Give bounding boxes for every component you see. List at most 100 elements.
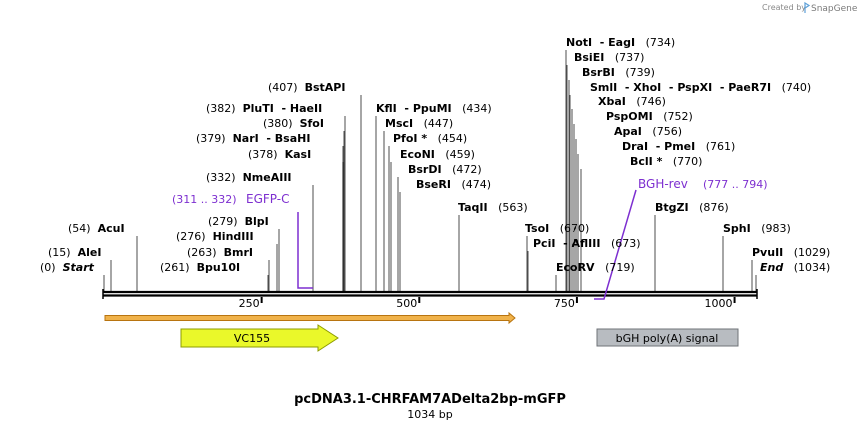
site-pcii-afliii[interactable]: PciI - AflIII (673) <box>533 237 641 250</box>
site-label-start[interactable]: (0) Start <box>40 261 95 274</box>
site-bsrbi[interactable]: BsrBI (739) <box>582 66 655 79</box>
site-bpu10i[interactable]: (261) Bpu10I <box>160 261 240 274</box>
site-label-bsrbi[interactable]: BsrBI (739) <box>582 66 655 79</box>
site-econi[interactable]: EcoNI (459) <box>400 148 475 161</box>
site-label-alei[interactable]: (15) AleI <box>48 246 101 259</box>
site-pluti-haeii[interactable]: (382) PluTI - HaeII <box>206 102 322 115</box>
site-label-apai[interactable]: ApaI (756) <box>614 125 682 138</box>
site-bmri[interactable]: (263) BmrI <box>187 246 253 259</box>
site-label-acui[interactable]: (54) AcuI <box>68 222 125 235</box>
site-noti-eagi[interactable]: NotI - EagI (734) <box>566 36 675 49</box>
site-kfli-ppumi[interactable]: KflI - PpuMI (434) <box>376 102 492 115</box>
site-label-nari-bsahi[interactable]: (379) NarI - BsaHI <box>196 132 310 145</box>
site-pvuii[interactable]: PvuII (1029) <box>752 246 830 259</box>
site-name: NarI - BsaHI <box>233 132 311 145</box>
site-name: KflI - PpuMI <box>376 102 452 115</box>
site-acui[interactable]: (54) AcuI <box>68 222 125 235</box>
site-blpi[interactable]: (279) BlpI <box>208 215 269 228</box>
site-position: (472) <box>452 163 482 176</box>
site-bsrdi[interactable]: BsrDI (472) <box>408 163 482 176</box>
site-label-taqii[interactable]: TaqII (563) <box>458 201 528 214</box>
site-bstapi[interactable]: (407) BstAPI <box>268 81 345 94</box>
site-tsoi[interactable]: TsoI (670) <box>525 222 589 235</box>
site-label-bstapi[interactable]: (407) BstAPI <box>268 81 345 94</box>
credit-text: Created by <box>762 3 806 12</box>
feature-vc155-arrow[interactable] <box>180 324 339 352</box>
site-label-drai-pmei[interactable]: DraI - PmeI (761) <box>622 140 735 153</box>
site-end[interactable]: End (1034) <box>760 261 830 274</box>
site-label-sphi[interactable]: SphI (983) <box>723 222 791 235</box>
site-bseri[interactable]: BseRI (474) <box>416 178 491 191</box>
site-xbai[interactable]: XbaI (746) <box>598 95 666 108</box>
site-nmeaiii[interactable]: (332) NmeAIII <box>206 171 292 184</box>
site-label-xbai[interactable]: XbaI (746) <box>598 95 666 108</box>
site-name: PvuII <box>752 246 783 259</box>
site-start[interactable]: (0) Start <box>40 261 95 274</box>
site-apai[interactable]: ApaI (756) <box>614 125 682 138</box>
site-label-btgzi[interactable]: BtgZI (876) <box>655 201 729 214</box>
site-label-end[interactable]: End (1034) <box>760 261 830 274</box>
site-label-bsiei[interactable]: BsiEI (737) <box>574 51 644 64</box>
site-sfoi[interactable]: (380) SfoI <box>263 117 324 130</box>
site-bcli[interactable]: BclI * (770) <box>630 155 702 168</box>
primer-bgh-rev[interactable]: BGH-rev (777 .. 794) <box>594 177 768 300</box>
primer-egfp-c[interactable]: (311 .. 332) EGFP-C <box>172 192 313 289</box>
feature-bgh-polya-box[interactable] <box>596 328 739 347</box>
site-name: DraI - PmeI <box>622 140 695 153</box>
site-label-pfoi[interactable]: PfoI * (454) <box>393 132 467 145</box>
site-position: (752) <box>663 110 693 123</box>
feature-vc155[interactable]: VC155 <box>180 324 339 352</box>
site-kasi[interactable]: (378) KasI <box>248 148 311 161</box>
orf-bar[interactable] <box>104 311 516 325</box>
orf-bar-shape[interactable] <box>104 311 516 325</box>
site-drai-pmei[interactable]: DraI - PmeI (761) <box>622 140 735 153</box>
site-label-bsrdi[interactable]: BsrDI (472) <box>408 163 482 176</box>
site-label-bpu10i[interactable]: (261) Bpu10I <box>160 261 240 274</box>
site-label-kasi[interactable]: (378) KasI <box>248 148 311 161</box>
site-nari-bsahi[interactable]: (379) NarI - BsaHI <box>196 132 310 145</box>
site-label-pcii-afliii[interactable]: PciI - AflIII (673) <box>533 237 641 250</box>
site-name: Start <box>63 261 95 274</box>
site-label-msci[interactable]: MscI (447) <box>385 117 453 130</box>
site-pfoi[interactable]: PfoI * (454) <box>393 132 467 145</box>
site-smli-xhoi-pspxi-paer7i[interactable]: SmlI - XhoI - PspXI - PaeR7I (740) <box>590 81 811 94</box>
site-hindiii[interactable]: (276) HindIII <box>176 230 254 243</box>
site-msci[interactable]: MscI (447) <box>385 117 453 130</box>
site-label-kfli-ppumi[interactable]: KflI - PpuMI (434) <box>376 102 492 115</box>
site-position: (761) <box>706 140 736 153</box>
site-label-econi[interactable]: EcoNI (459) <box>400 148 475 161</box>
site-label-nmeaiii[interactable]: (332) NmeAIII <box>206 171 292 184</box>
site-name: XbaI <box>598 95 626 108</box>
site-label-noti-eagi[interactable]: NotI - EagI (734) <box>566 36 675 49</box>
site-label-pvuii[interactable]: PvuII (1029) <box>752 246 830 259</box>
site-alei[interactable]: (15) AleI <box>48 246 101 259</box>
site-label-hindiii[interactable]: (276) HindIII <box>176 230 254 243</box>
site-ecorv[interactable]: EcoRV (719) <box>556 261 635 274</box>
site-sphi[interactable]: SphI (983) <box>723 222 791 235</box>
primer-bgh-rev-arrow[interactable] <box>594 189 637 300</box>
site-label-bseri[interactable]: BseRI (474) <box>416 178 491 191</box>
site-btgzi[interactable]: BtgZI (876) <box>655 201 729 214</box>
site-label-blpi[interactable]: (279) BlpI <box>208 215 269 228</box>
primer-bgh-rev-label[interactable]: BGH-rev <box>638 177 688 191</box>
site-label-ecorv[interactable]: EcoRV (719) <box>556 261 635 274</box>
primer-egfp-c-label[interactable]: EGFP-C <box>246 192 289 206</box>
site-label-bmri[interactable]: (263) BmrI <box>187 246 253 259</box>
site-name: BsiEI <box>574 51 604 64</box>
snapgene-logo <box>804 1 811 13</box>
primer-egfp-c-arrow[interactable] <box>297 212 313 289</box>
site-label-bcli[interactable]: BclI * (770) <box>630 155 702 168</box>
feature-bgh-polya[interactable]: bGH poly(A) signal <box>596 328 739 347</box>
site-position: (983) <box>761 222 791 235</box>
site-label-smli-xhoi-pspxi-paer7i[interactable]: SmlI - XhoI - PspXI - PaeR7I (740) <box>590 81 811 94</box>
site-label-pspomi[interactable]: PspOMI (752) <box>606 110 693 123</box>
site-label-pluti-haeii[interactable]: (382) PluTI - HaeII <box>206 102 322 115</box>
site-name: ApaI <box>614 125 642 138</box>
site-position: (407) <box>268 81 298 94</box>
site-label-sfoi[interactable]: (380) SfoI <box>263 117 324 130</box>
site-pspomi[interactable]: PspOMI (752) <box>606 110 693 123</box>
site-bsiei[interactable]: BsiEI (737) <box>574 51 644 64</box>
site-label-tsoi[interactable]: TsoI (670) <box>525 222 589 235</box>
site-taqii[interactable]: TaqII (563) <box>458 201 528 214</box>
